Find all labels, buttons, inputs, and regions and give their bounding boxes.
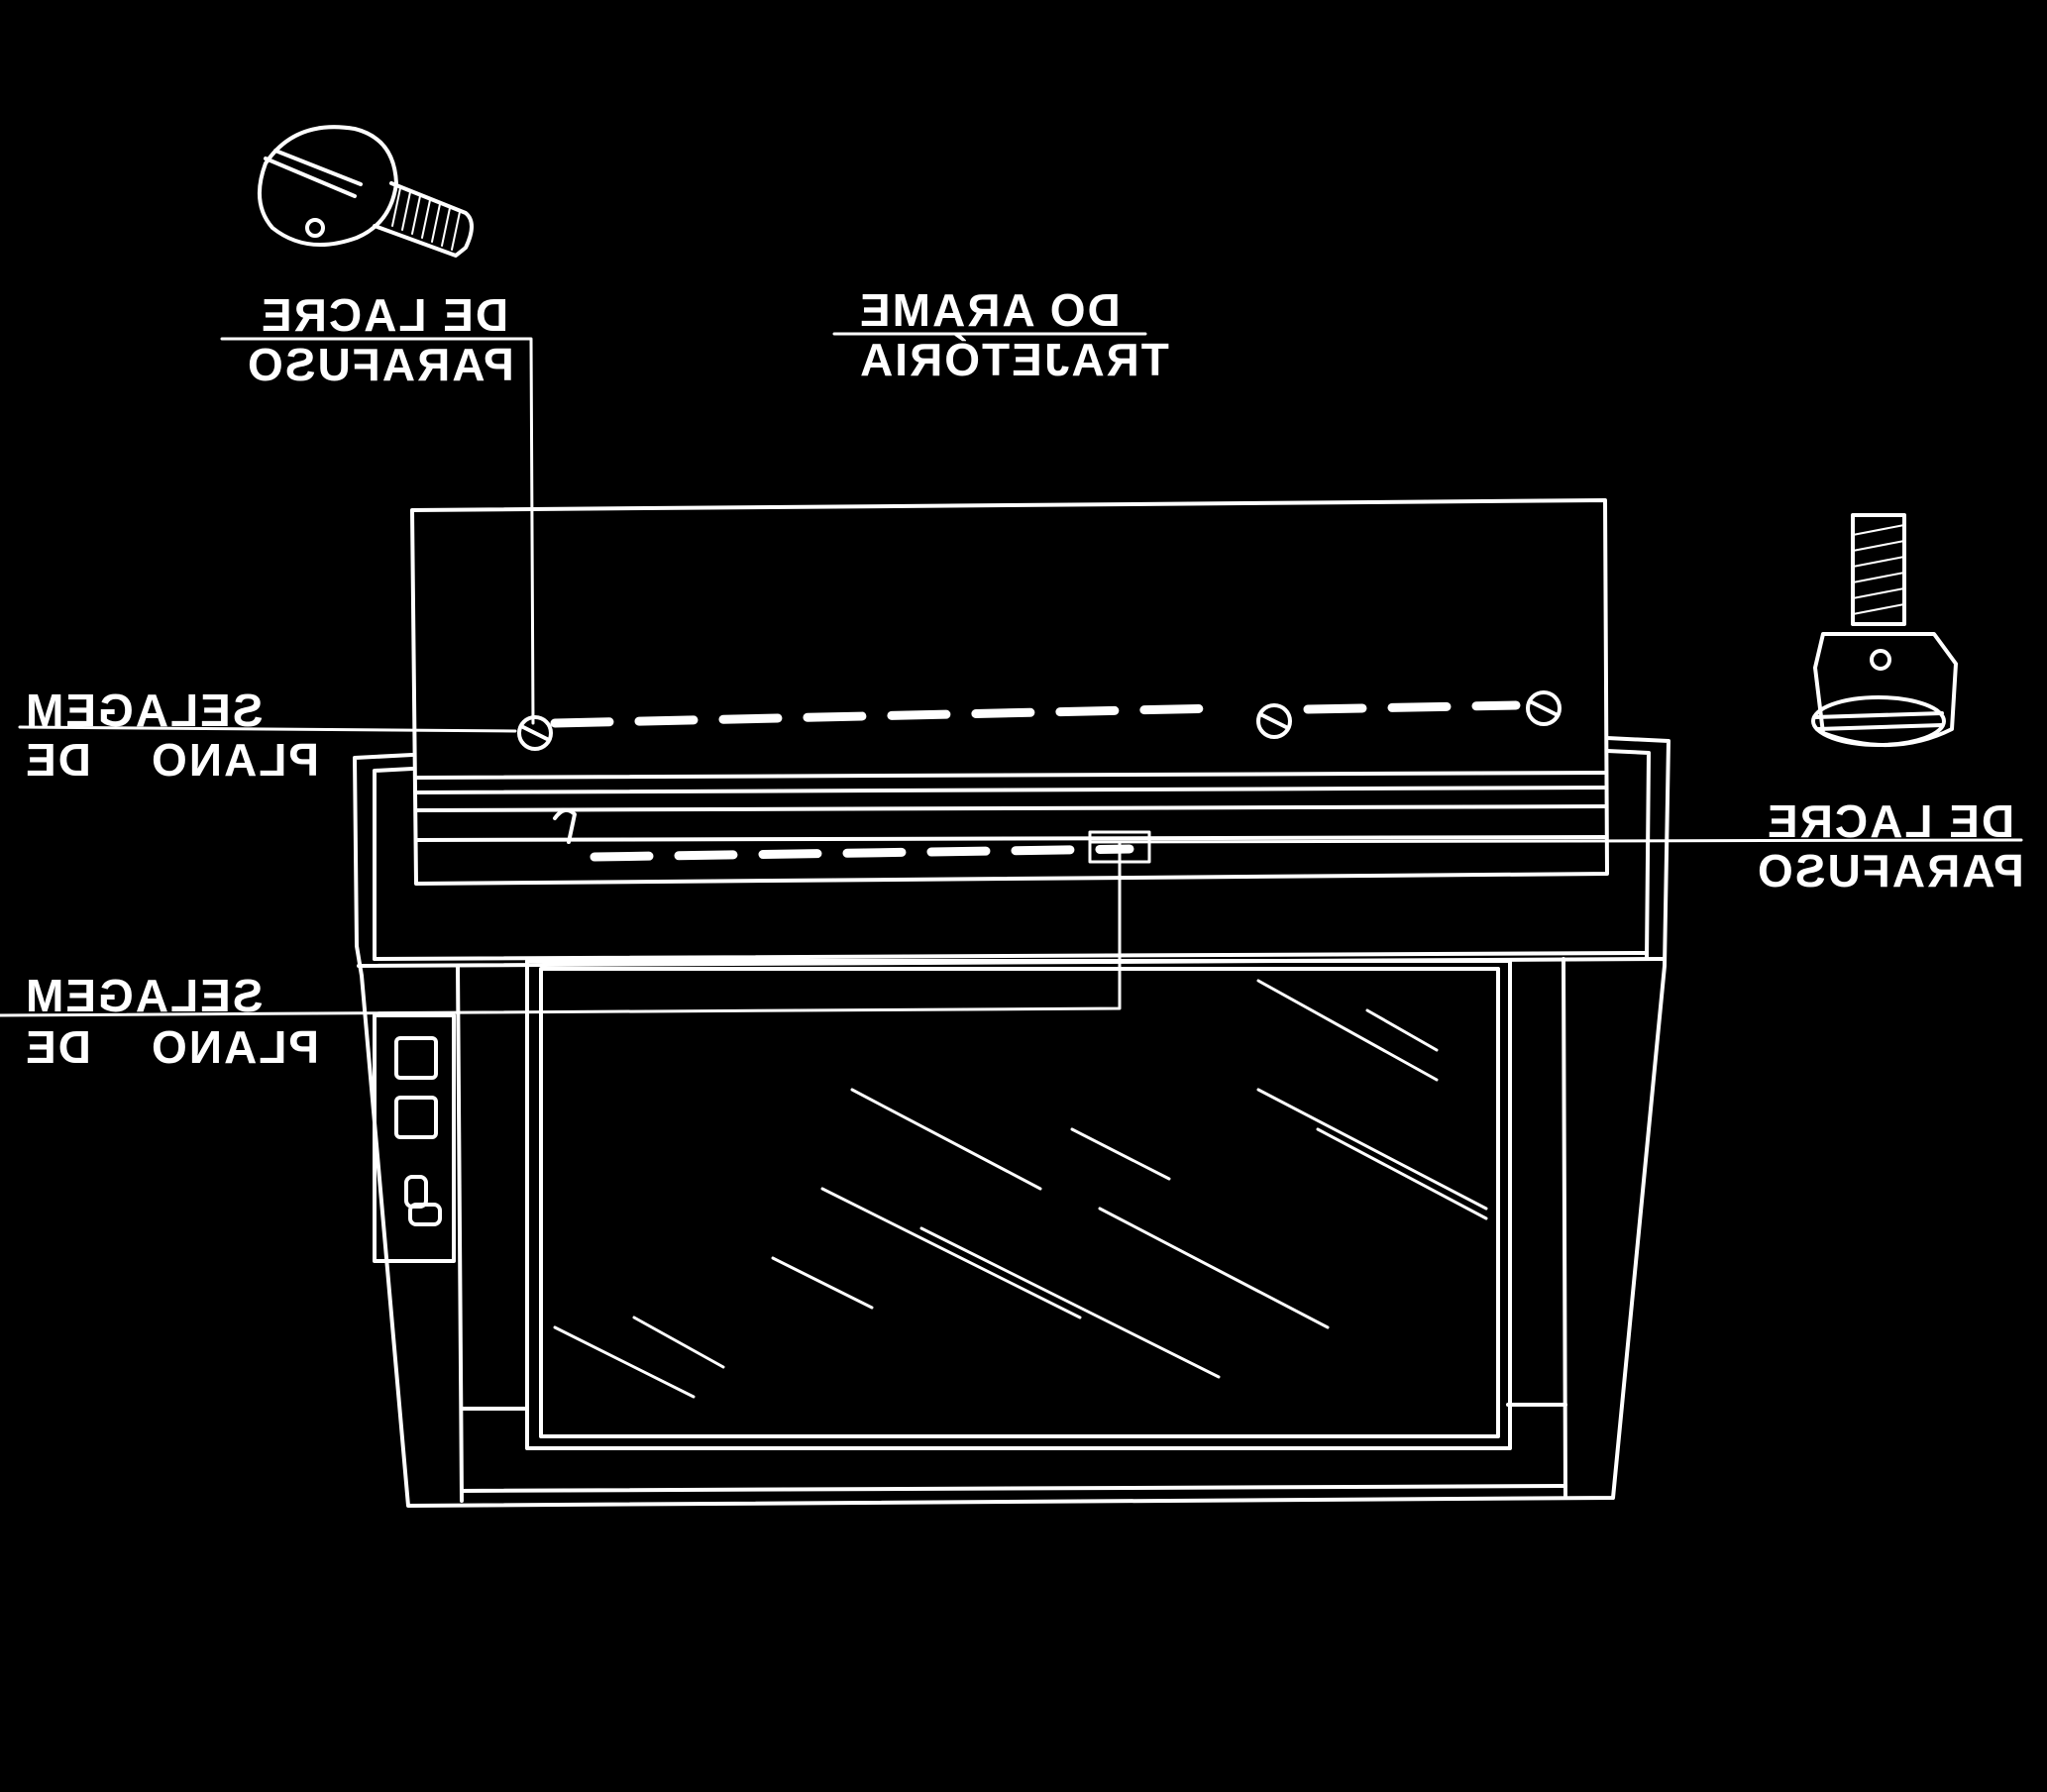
label-seal-plane-upper-line1: SELAGEM bbox=[24, 685, 264, 736]
seal-screw-icon bbox=[1813, 515, 1956, 745]
seal-screw-icon bbox=[260, 127, 472, 256]
label-screw-right-line2: PARAFUSO bbox=[1756, 845, 2024, 896]
wire-seal bbox=[1090, 832, 1149, 862]
cover-seal-screw bbox=[1258, 705, 1290, 737]
panel-button bbox=[396, 1038, 436, 1078]
label-screw-right-line1: DE LACRE bbox=[1766, 795, 2015, 847]
display-window bbox=[527, 961, 1510, 1448]
cover-seal-screw bbox=[1528, 692, 1560, 724]
label-wire-path-line2: TRAJETÓRIA bbox=[858, 334, 1169, 385]
leader-seal-plane-lower bbox=[0, 842, 1120, 1015]
panel-indicator bbox=[410, 1205, 440, 1224]
leader-screw-top-left bbox=[222, 339, 533, 723]
control-panel bbox=[375, 1015, 454, 1261]
label-seal-plane-upper-line2: PLANO DE bbox=[24, 734, 320, 786]
cover-seal-screw bbox=[555, 810, 575, 842]
leader-lines bbox=[0, 334, 2021, 1015]
label-wire-path-line1: DO ARAME bbox=[858, 284, 1121, 336]
top-cover bbox=[412, 500, 1607, 884]
seal-wire-path bbox=[555, 705, 1516, 857]
cover-seal-screw bbox=[519, 717, 551, 749]
label-seal-plane-lower-line1: SELAGEM bbox=[24, 970, 264, 1021]
label-screw-top-left-line2: PARAFUSO bbox=[246, 339, 514, 390]
leader-screw-right bbox=[1090, 840, 2021, 842]
device-body bbox=[355, 738, 1669, 1506]
panel-button bbox=[396, 1098, 436, 1137]
panel-indicator bbox=[406, 1177, 426, 1207]
leader-seal-plane-upper bbox=[20, 727, 515, 731]
label-screw-top-left-line1: DE LACRE bbox=[260, 289, 509, 341]
label-seal-plane-lower-line2: PLANO DE bbox=[24, 1021, 320, 1073]
